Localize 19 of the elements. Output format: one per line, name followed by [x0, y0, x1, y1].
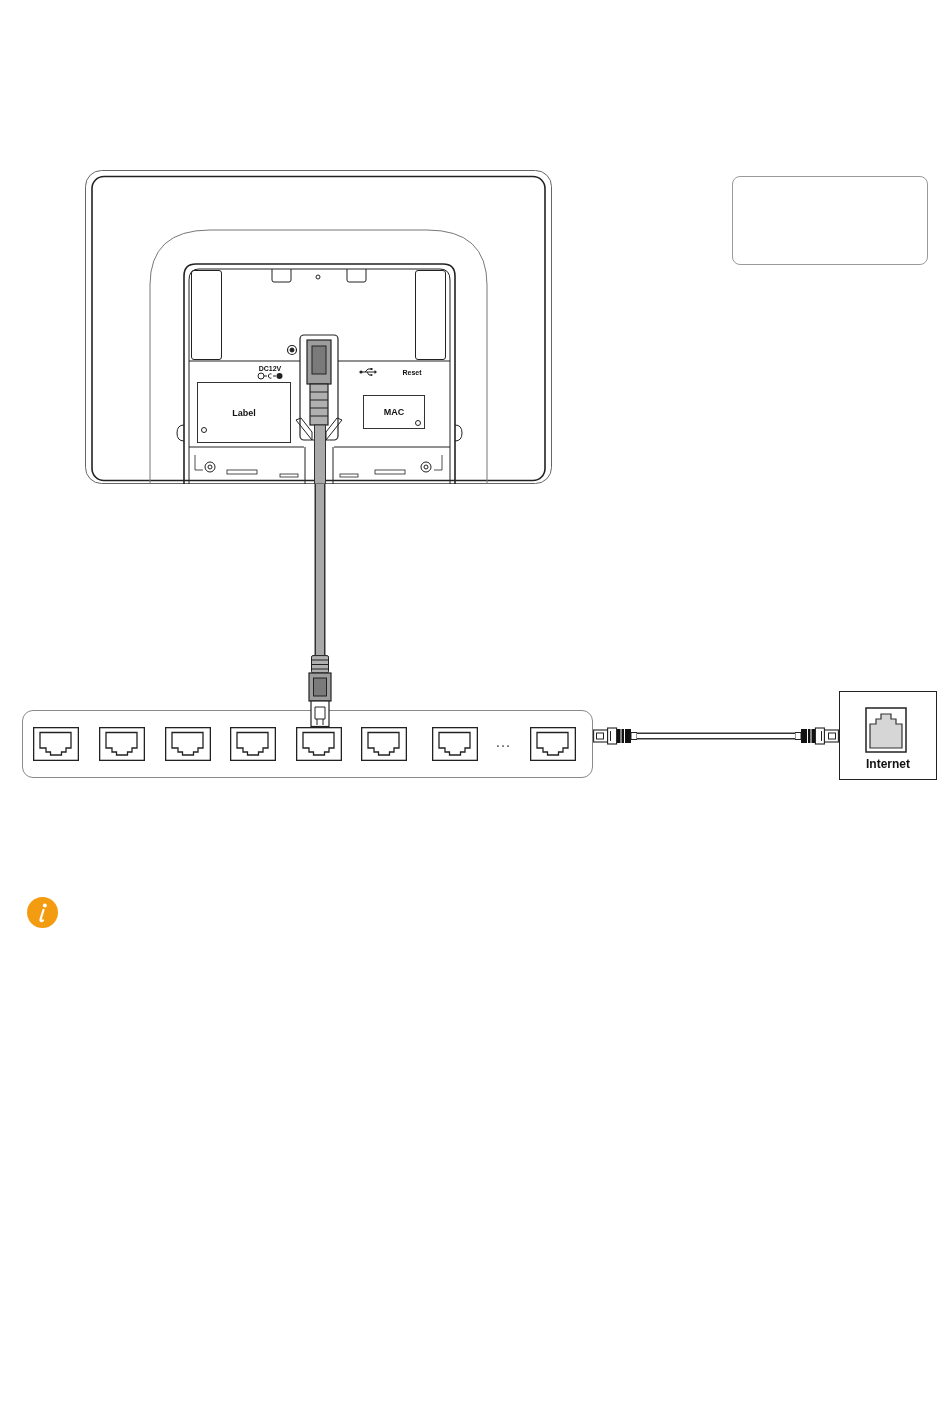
sticker-text: MAC [383, 407, 405, 417]
outlet-label: Internet [866, 758, 910, 770]
ethernet-port [360, 726, 407, 761]
switch-panel [22, 710, 593, 778]
rubber-foot [415, 270, 446, 360]
empty-frame [732, 176, 928, 265]
ethernet-port [164, 726, 211, 761]
wall-outlet-panel [839, 691, 937, 780]
ethernet-port [229, 726, 276, 761]
sticker [197, 382, 291, 443]
ethernet-port [32, 726, 79, 761]
ethernet-port [98, 726, 145, 761]
rubber-foot [191, 270, 222, 360]
ethernet-port [529, 726, 576, 761]
device-back-drawing [85, 170, 552, 484]
ethernet-port [431, 726, 478, 761]
sticker [363, 395, 425, 429]
sticker-text: Label [232, 408, 256, 417]
ellipsis-mark: … [495, 734, 511, 750]
